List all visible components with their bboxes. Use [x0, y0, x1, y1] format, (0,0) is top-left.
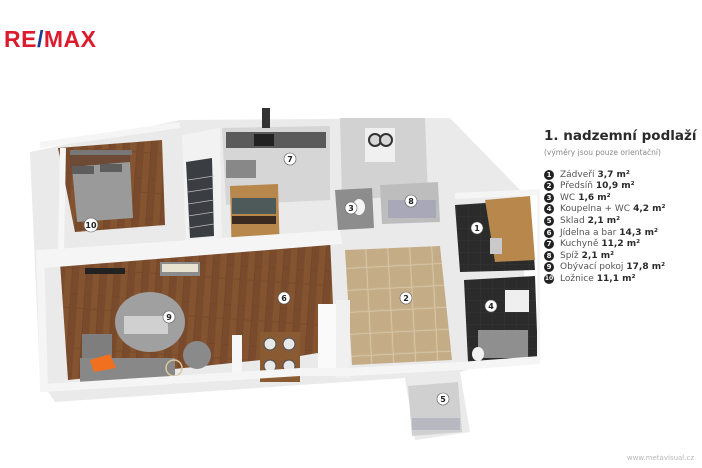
svg-text:9: 9 [166, 313, 172, 322]
floor-title: 1. nadzemní podlaží [544, 128, 697, 144]
room-name: Sklad [560, 216, 585, 227]
room-area: 10,9 m² [595, 181, 635, 192]
number-badge-icon: 7 [544, 239, 554, 250]
number-badge-icon: 1 [544, 169, 554, 180]
room-legend: 1. nadzemní podlaží (výměry jsou pouze o… [544, 129, 702, 285]
svg-text:6: 6 [281, 294, 287, 303]
room-name: Obývací pokoj [560, 262, 624, 273]
room-name: Kuchyně [560, 239, 599, 250]
room-area: 11,2 m² [601, 239, 641, 250]
floor-subtitle: (výměry jsou pouze orientační) [544, 147, 661, 157]
svg-text:7: 7 [287, 155, 293, 164]
room-marker-5: 5 [436, 392, 450, 406]
number-badge-icon: 4 [544, 204, 554, 215]
room-marker-3: 3 [344, 201, 358, 215]
room-area: 1,6 m² [578, 192, 611, 203]
remax-logo: RE/MAX [4, 28, 96, 51]
room-area: 11,1 m² [596, 273, 636, 284]
logo-max: MAX [43, 26, 97, 52]
credit-link[interactable]: www.metavisual.cz [626, 454, 694, 462]
room-name: Zádveří [560, 169, 595, 180]
room-name: Jídelna a bar [560, 227, 617, 238]
number-badge-icon: 6 [544, 227, 554, 238]
logo-re: RE [4, 26, 37, 52]
room-name: WC [560, 192, 576, 203]
logo-slash: / [36, 26, 44, 52]
room-name: Koupelna + WC [560, 204, 631, 215]
floor-plan: 1 2 3 4 5 6 7 8 9 10 [30, 108, 540, 440]
svg-text:3: 3 [348, 204, 354, 213]
number-badge-icon: 5 [544, 216, 554, 227]
number-badge-icon: 3 [544, 192, 554, 203]
number-badge-icon: 8 [544, 250, 554, 261]
room-area: 14,3 m² [619, 227, 658, 238]
room-area: 17,8 m² [626, 262, 666, 273]
number-badge-icon: 9 [544, 262, 554, 273]
room-area: 3,7 m² [597, 169, 630, 180]
room-area: 2,1 m² [587, 216, 621, 227]
svg-text:8: 8 [408, 197, 414, 206]
room-name: Ložnice [560, 273, 594, 284]
room-marker-1: 1 [470, 221, 484, 235]
room-marker-2: 2 [399, 291, 413, 305]
svg-text:5: 5 [440, 395, 446, 404]
number-badge-icon: 10 [544, 273, 554, 284]
room-name: Spíž [560, 250, 579, 261]
room-area: 4,2 m² [633, 204, 666, 215]
room-marker-7: 7 [283, 152, 297, 166]
svg-text:2: 2 [403, 294, 409, 303]
svg-text:1: 1 [474, 224, 480, 233]
room-marker-8: 8 [404, 194, 418, 208]
room-marker-4: 4 [484, 299, 498, 313]
svg-text:4: 4 [488, 302, 494, 311]
room-marker-9: 9 [162, 310, 176, 324]
room-hallway [345, 246, 452, 365]
room-marker-6: 6 [277, 291, 291, 305]
room-area: 2,1 m² [581, 250, 615, 261]
room-name: Předsíň [560, 181, 593, 192]
room-marker-10: 10 [83, 217, 99, 233]
svg-text:10: 10 [85, 221, 97, 230]
number-badge-icon: 2 [544, 181, 554, 192]
